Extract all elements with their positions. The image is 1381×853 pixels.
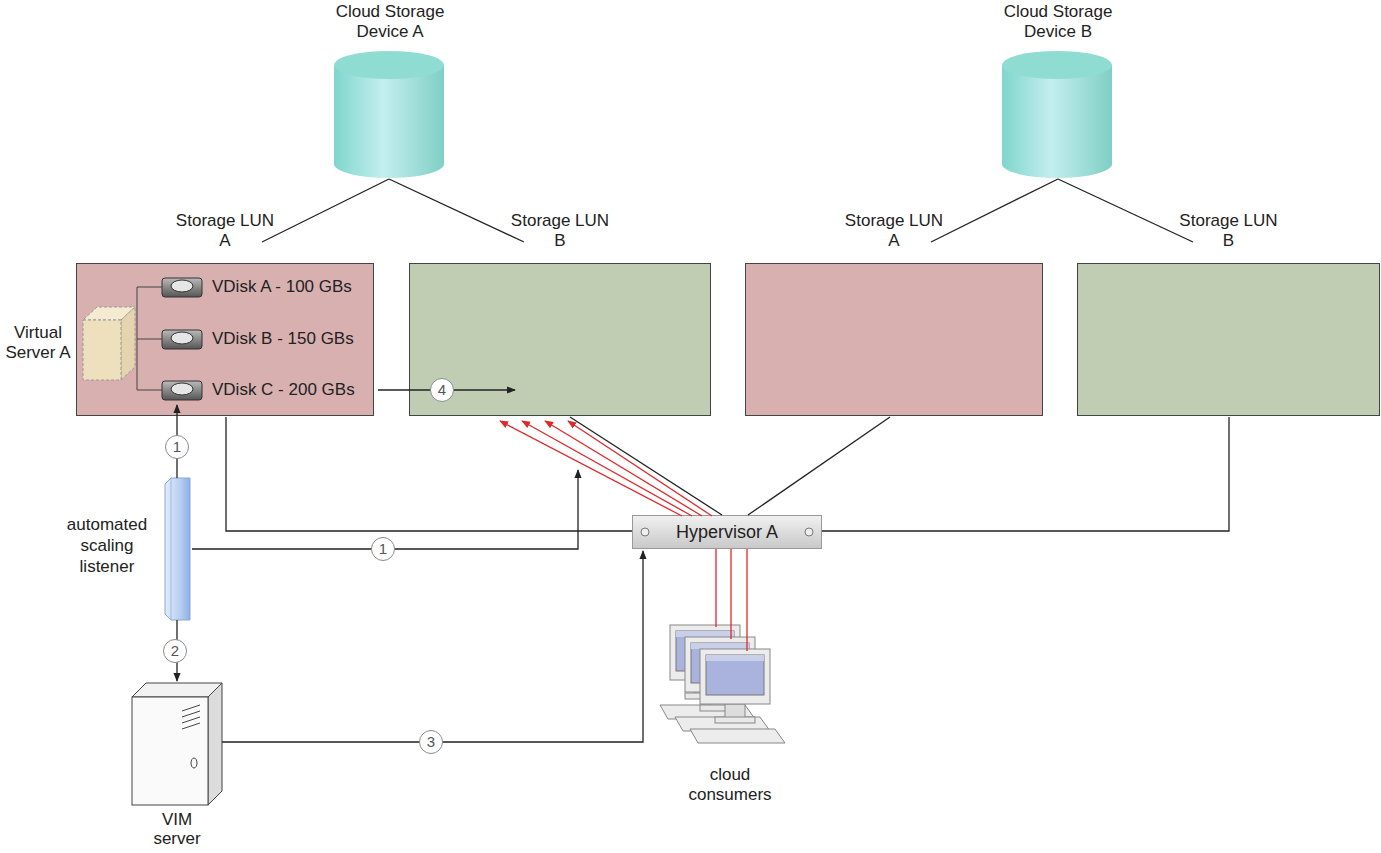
listener-label-wrap: automated scaling listener: [55, 514, 159, 577]
lun-heading: Storage LUN A: [844, 211, 944, 251]
connector: [568, 421, 712, 516]
server-label-wrap: Virtual Server A: [5, 323, 71, 363]
scaling-listener: automated scaling listener: [55, 478, 192, 620]
consumers-label-wrap: cloud consumers: [680, 765, 780, 805]
lun-heading-wrap: Storage LUN B: [1179, 211, 1279, 251]
lun-heading: Storage LUN B: [1179, 211, 1279, 251]
connector: [1058, 179, 1193, 242]
storage-lun: Storage LUN B: [409, 205, 711, 416]
lun-box: [1077, 263, 1380, 416]
virtual-disk: VDisk B - 150 GBs: [160, 327, 370, 351]
callout-number: 1: [371, 537, 395, 561]
listener-bar: [165, 478, 190, 620]
device-name-wrap: Cloud Storage Device A: [320, 2, 460, 42]
connector: [746, 549, 747, 651]
connector: [748, 417, 890, 515]
lun-heading: Storage LUN A: [175, 211, 275, 251]
disk-label-wrap: VDisk B - 150 GBs: [212, 327, 354, 351]
storage-cylinder: Cloud Storage Device A: [320, 2, 460, 180]
connector: [822, 417, 1229, 531]
disk-label: VDisk C - 200 GBs: [212, 378, 355, 402]
hypervisor: Hypervisor A: [632, 515, 822, 549]
lun-box: [409, 263, 711, 416]
callout-wrap: 1: [371, 537, 395, 561]
callout-wrap: 2: [163, 639, 187, 663]
disk-icon: [160, 327, 204, 351]
disk-label-wrap: VDisk C - 200 GBs: [212, 378, 355, 402]
server-label-wrap: VIM server: [147, 810, 207, 848]
disk-label-wrap: VDisk A - 100 GBs: [212, 275, 352, 299]
connector: [570, 417, 722, 515]
connector: [931, 179, 1058, 242]
callout-wrap: 3: [419, 730, 443, 754]
callout-wrap: 4: [430, 378, 454, 402]
computer-icons: [655, 622, 805, 762]
disk-icon: [160, 378, 204, 402]
virtual-server: Virtual Server A: [5, 275, 165, 400]
connector: [226, 417, 632, 531]
disk-label: VDisk B - 150 GBs: [212, 327, 354, 351]
hypervisor-label: Hypervisor A: [633, 516, 821, 548]
callout-number: 3: [419, 730, 443, 754]
storage-cylinder: Cloud Storage Device B: [988, 2, 1128, 180]
connector: [545, 421, 702, 516]
lun-heading-wrap: Storage LUN B: [510, 211, 610, 251]
cloud-consumers: cloud consumers: [655, 622, 805, 812]
disk-icon: [160, 275, 204, 299]
callout-number: 1: [165, 435, 189, 459]
vim-server: VIM server: [120, 680, 235, 852]
connector: [222, 551, 643, 742]
device-name-wrap: Cloud Storage Device B: [988, 2, 1128, 42]
lun-heading-wrap: Storage LUN A: [175, 211, 275, 251]
server-tower: [132, 683, 222, 808]
lun-box: [745, 263, 1043, 416]
cylinder-shape: [1002, 50, 1112, 180]
device-name: Cloud Storage Device A: [320, 2, 460, 42]
disk-label: VDisk A - 100 GBs: [212, 275, 352, 299]
device-name: Cloud Storage Device B: [988, 2, 1128, 42]
callout-number: 2: [163, 639, 187, 663]
callout-wrap: 1: [165, 435, 189, 459]
virtual-disk: VDisk A - 100 GBs: [160, 275, 370, 299]
lun-heading-wrap: Storage LUN A: [844, 211, 944, 251]
server-label: Virtual Server A: [5, 323, 71, 363]
connector: [500, 421, 682, 516]
connector: [262, 179, 389, 242]
listener-label: automated scaling listener: [55, 514, 159, 577]
lun-heading: Storage LUN B: [510, 211, 610, 251]
connector: [730, 549, 731, 639]
connector: [715, 549, 716, 627]
hypervisor-label-wrap: Hypervisor A: [633, 516, 821, 548]
virtual-disk: VDisk C - 200 GBs: [160, 378, 370, 402]
storage-lun: Storage LUN B: [1077, 205, 1380, 416]
server-label: VIM server: [147, 810, 207, 848]
cylinder-shape: [334, 50, 444, 180]
storage-lun: Storage LUN A: [745, 205, 1043, 416]
connector: [522, 421, 692, 516]
consumers-label: cloud consumers: [680, 765, 780, 805]
callout-number: 4: [430, 378, 454, 402]
connector: [389, 179, 524, 242]
